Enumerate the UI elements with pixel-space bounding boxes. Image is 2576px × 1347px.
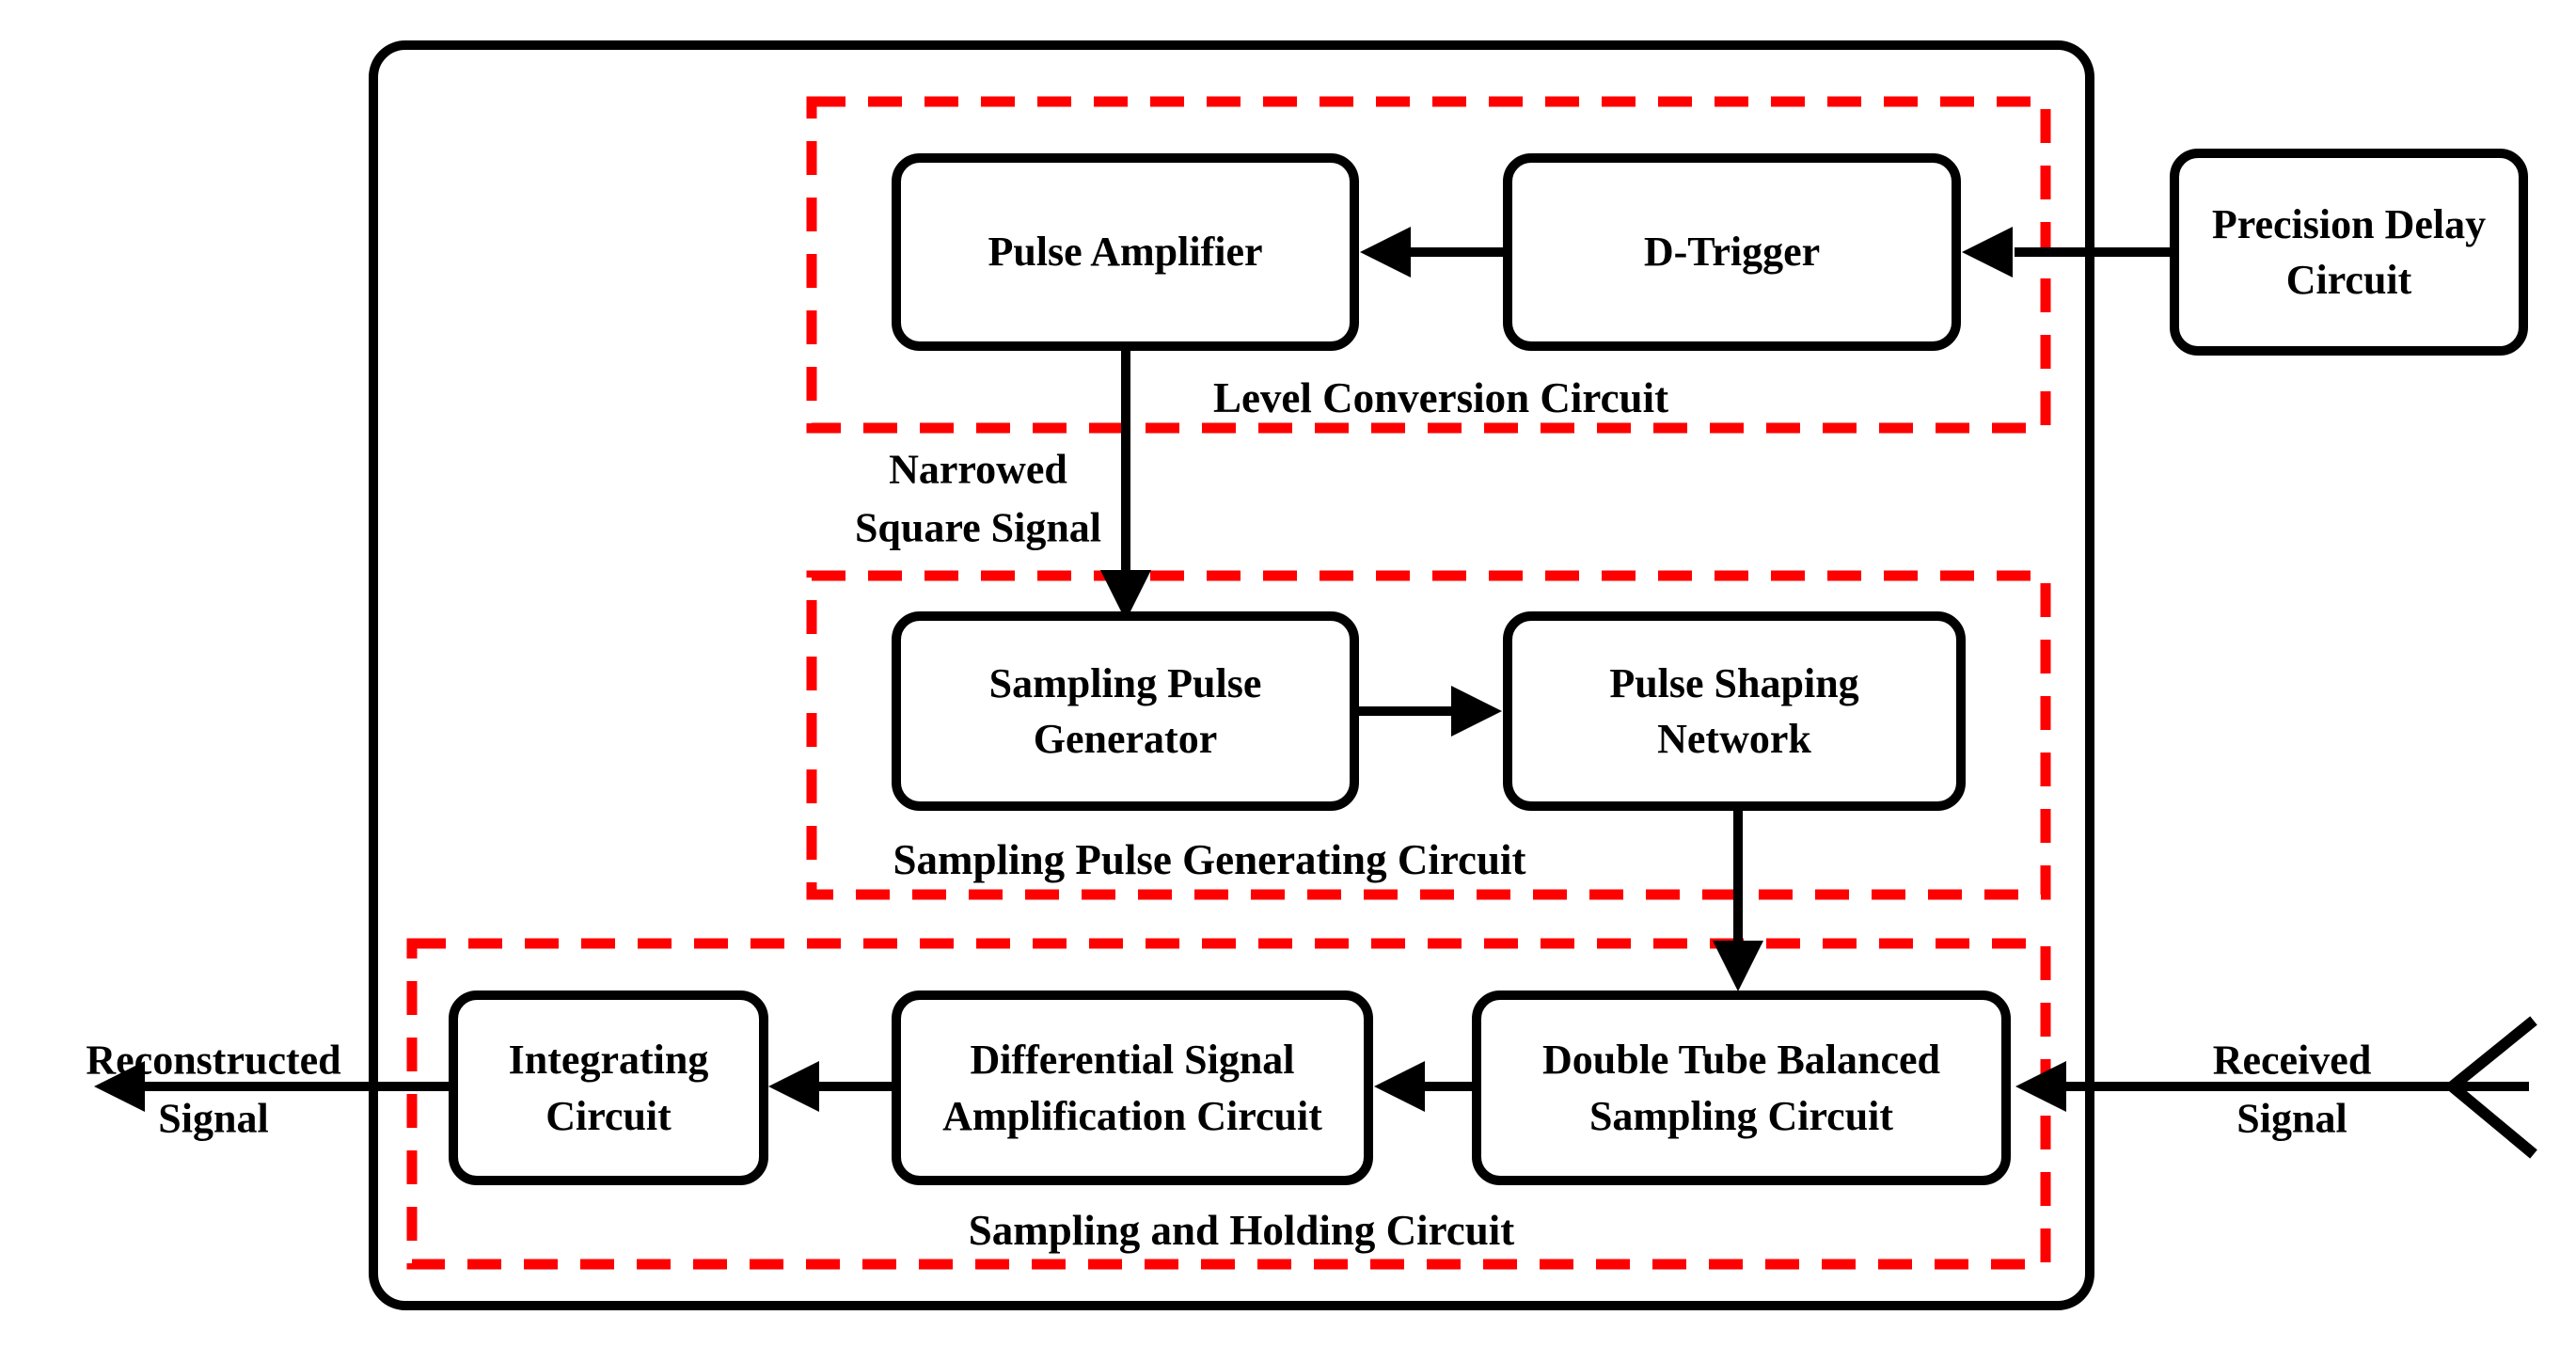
- sampling-and-holding-group-box: [406, 938, 2051, 1270]
- group-label-level-conversion-circuit: Level Conversion Circuit: [1212, 374, 1669, 421]
- node-pulse-shaping-network: Pulse Shaping Network: [1503, 611, 1966, 811]
- sampling-pulse-generating-group-box: [806, 570, 2051, 900]
- signal-label-reconstructed-signal: Reconstructed Signal: [86, 1032, 340, 1149]
- signal-label-received-signal-line2: Signal: [2236, 1096, 2347, 1142]
- node-pulse-amplifier: Pulse Amplifier: [892, 153, 1359, 351]
- antenna-fork-icon: [2446, 1016, 2537, 1159]
- signal-label-reconstructed-signal-line1: Reconstructed: [86, 1037, 341, 1084]
- signal-label-received-signal-line1: Received: [2212, 1037, 2372, 1084]
- outer-boundary-box: [369, 40, 2094, 1310]
- node-integrating-circuit-label: Integrating Circuit: [508, 1037, 709, 1139]
- signal-label-narrowed-square-signal-line1: Narrowed: [889, 446, 1067, 493]
- group-label-sampling-and-holding-circuit: Sampling and Holding Circuit: [968, 1207, 1515, 1254]
- node-pulse-shaping-network-label: Pulse Shaping Network: [1609, 659, 1859, 762]
- signal-label-received-signal: Received Signal: [2213, 1032, 2372, 1149]
- node-d-trigger: D-Trigger: [1503, 153, 1961, 351]
- node-d-trigger-label: D-Trigger: [1643, 229, 1821, 276]
- arrow-d-trigger-to-pulse-amplifier: [1360, 227, 1503, 277]
- arrow-double-tube-sampling-to-differential-amplification: [1374, 1061, 1472, 1112]
- node-sampling-pulse-generator: Sampling Pulse Generator: [892, 611, 1359, 811]
- arrow-pulse-shaping-network-to-double-tube-sampling: [1713, 811, 1763, 991]
- node-integrating-circuit: Integrating Circuit: [449, 990, 768, 1185]
- node-double-tube-balanced-sampling-circuit: Double Tube Balanced Sampling Circuit: [1472, 990, 2011, 1185]
- signal-label-narrowed-square-signal: Narrowed Square Signal: [855, 441, 1101, 559]
- arrow-precision-delay-to-d-trigger: [1962, 227, 2170, 277]
- arrow-sampling-pulse-generator-to-pulse-shaping-network: [1359, 686, 1502, 737]
- node-sampling-pulse-generator-label: Sampling Pulse Generator: [988, 659, 1262, 762]
- arrow-pulse-amplifier-to-sampling-pulse-generator: [1100, 351, 1151, 621]
- signal-label-narrowed-square-signal-line2: Square Signal: [854, 505, 1102, 551]
- node-double-tube-balanced-sampling-circuit-label: Double Tube Balanced Sampling Circuit: [1541, 1037, 1941, 1139]
- node-precision-delay-circuit-label: Precision Delay Circuit: [2211, 200, 2487, 303]
- node-pulse-amplifier-label: Pulse Amplifier: [988, 229, 1263, 276]
- node-precision-delay-circuit: Precision Delay Circuit: [2170, 149, 2528, 356]
- group-label-sampling-pulse-generating-circuit: Sampling Pulse Generating Circuit: [893, 836, 1526, 883]
- arrow-differential-amplification-to-integrating-circuit: [768, 1061, 892, 1112]
- node-differential-signal-amplification-circuit: Differential Signal Amplification Circui…: [892, 990, 1373, 1185]
- node-differential-signal-amplification-circuit-label: Differential Signal Amplification Circui…: [942, 1037, 1322, 1139]
- level-conversion-group-box: [806, 96, 2051, 434]
- signal-label-reconstructed-signal-line2: Signal: [158, 1096, 269, 1142]
- arrow-reconstructed-signal-output: [94, 1061, 449, 1112]
